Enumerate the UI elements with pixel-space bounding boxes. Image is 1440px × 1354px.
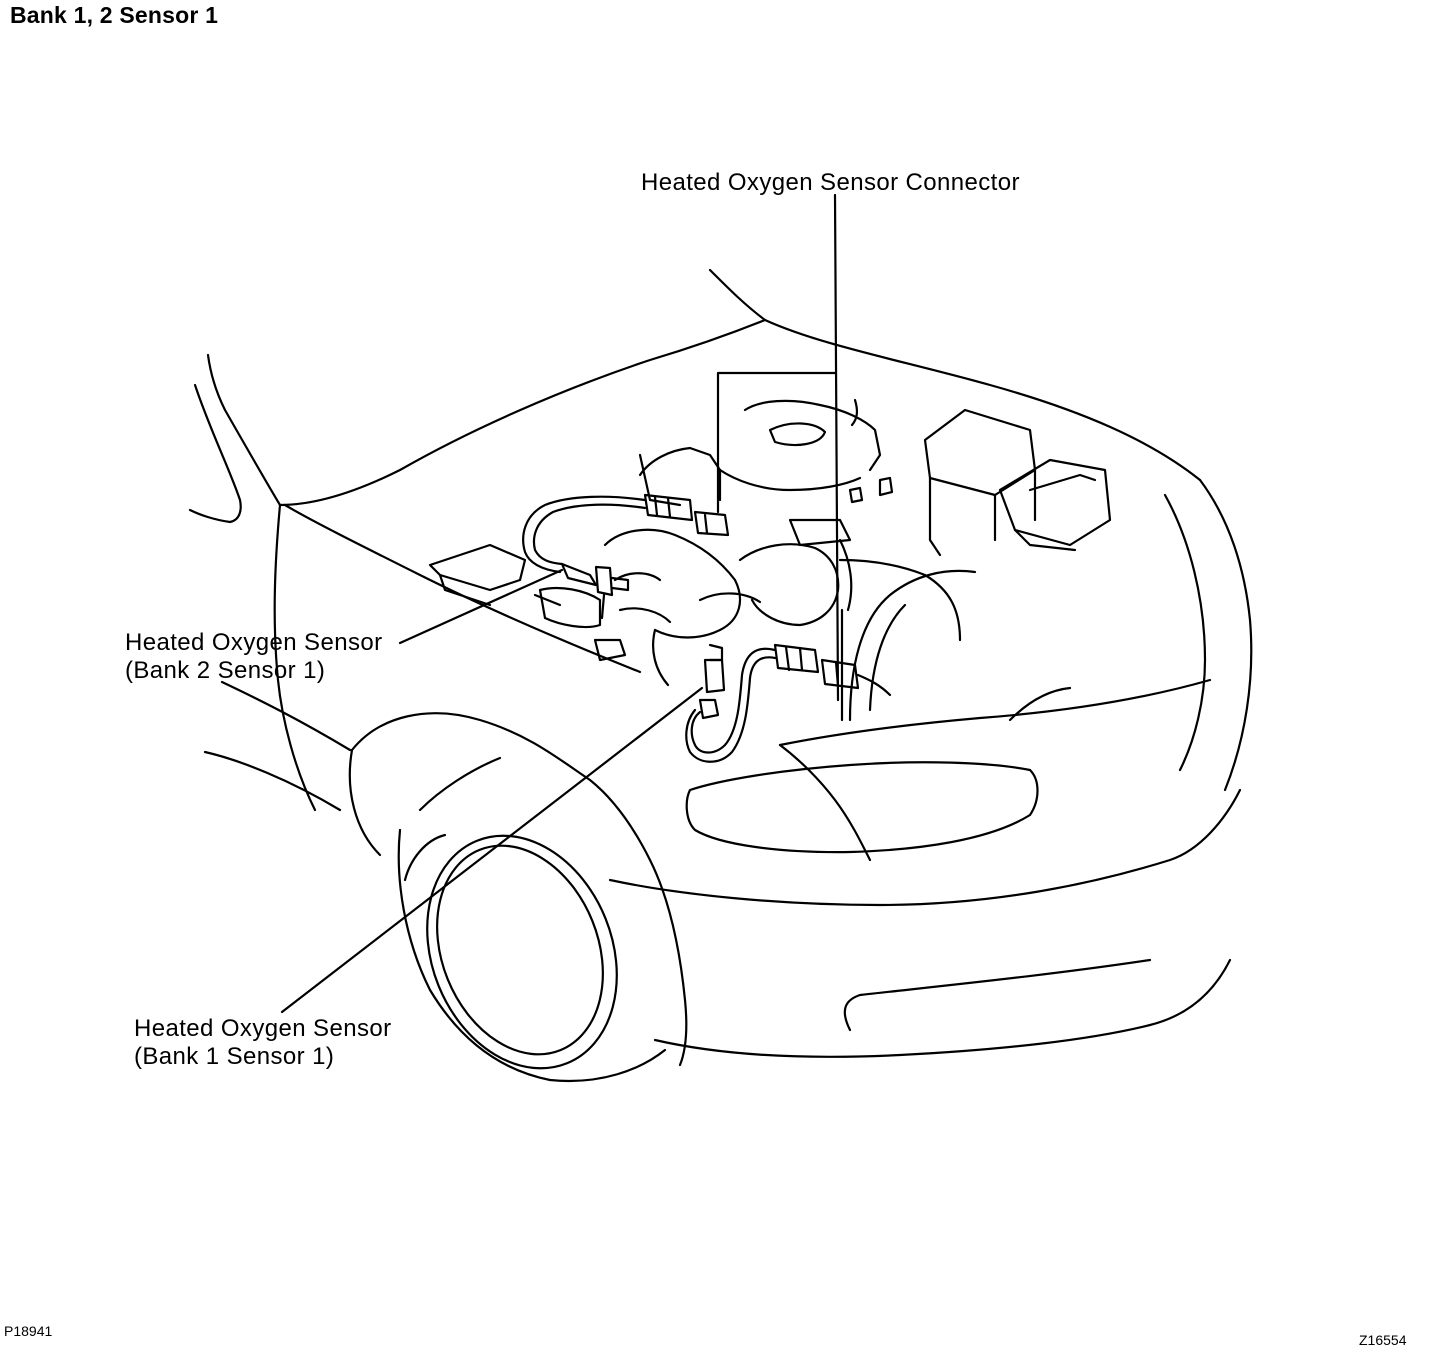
bank2-leader: [398, 568, 564, 645]
bank1-leader: [280, 686, 704, 1014]
connector-leader-bracket: [716, 371, 837, 514]
bank2-sensor-callout: Heated Oxygen Sensor (Bank 2 Sensor 1): [125, 629, 382, 685]
front-bumper: [608, 478, 1253, 1058]
figure-code-right: Z16554: [1359, 1332, 1407, 1348]
bank1-sensor-sublabel: (Bank 1 Sensor 1): [134, 1043, 335, 1070]
connector-leader-vertical: [833, 193, 840, 702]
page-title: Bank 1, 2 Sensor 1: [10, 2, 219, 28]
connector-callout-label: Heated Oxygen Sensor Connector: [641, 169, 1020, 196]
bank1-sensor-callout: Heated Oxygen Sensor (Bank 1 Sensor 1): [134, 1015, 391, 1071]
front-wheel: [348, 712, 688, 1083]
battery-box: [923, 408, 1112, 557]
bank1-sensor-label: Heated Oxygen Sensor: [134, 1015, 392, 1042]
left-components: [428, 543, 562, 607]
bank2-harness: [522, 493, 730, 620]
figure-code-left: P18941: [4, 1323, 53, 1339]
connector-callout: Heated Oxygen Sensor Connector: [641, 169, 1020, 197]
inner-fender: [848, 569, 977, 722]
leader-lines: [280, 193, 840, 1014]
fender-outline: [203, 503, 642, 812]
bank2-sensor-sublabel: (Bank 2 Sensor 1): [125, 657, 326, 684]
hood-outline: [188, 268, 1202, 524]
engine-block: [538, 398, 962, 722]
bank1-harness: [685, 643, 892, 763]
bank2-sensor-label: Heated Oxygen Sensor: [125, 629, 383, 656]
